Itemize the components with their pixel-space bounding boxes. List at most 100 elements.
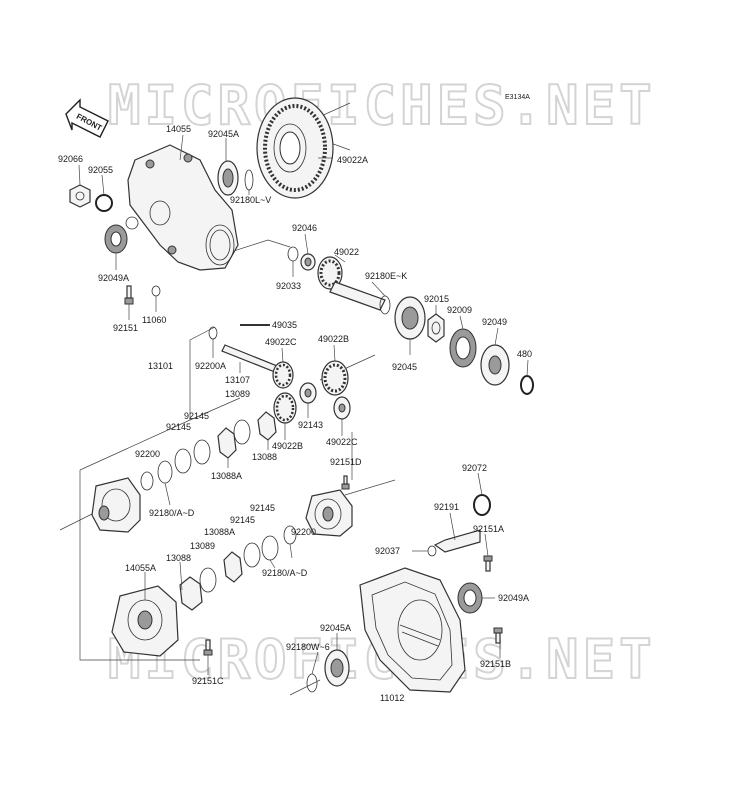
label-92049A-top: 92049A xyxy=(98,273,129,283)
washer-92145-upper xyxy=(193,439,211,465)
assembly-line xyxy=(189,326,216,420)
label-92046: 92046 xyxy=(292,223,317,233)
label-480: 480 xyxy=(517,349,532,359)
gear-49022B-lower xyxy=(273,392,297,424)
label-92151C: 92151C xyxy=(192,676,224,686)
label-92151B: 92151B xyxy=(480,659,511,669)
label-92151D: 92151D xyxy=(330,457,362,467)
ring-92200A xyxy=(208,326,218,340)
label-14055: 14055 xyxy=(166,124,191,134)
shim-92180-upper xyxy=(157,460,173,484)
label-92145-lower-a: 92145 xyxy=(250,503,275,513)
assembly-line xyxy=(79,397,241,471)
label-92072: 92072 xyxy=(462,463,487,473)
label-92180W-6: 92180W~6 xyxy=(286,642,330,652)
label-11012: 11012 xyxy=(380,693,404,703)
assembly-line xyxy=(79,470,200,661)
label-92191: 92191 xyxy=(434,502,459,512)
label-92200-lower: 92200 xyxy=(291,527,316,537)
label-92151: 92151 xyxy=(113,323,138,333)
washer xyxy=(125,216,139,230)
label-49022: 49022 xyxy=(334,247,359,257)
label-92180E-K: 92180E~K xyxy=(365,271,407,281)
label-92009: 92009 xyxy=(447,305,472,315)
part-labels: 14055 92045A 49022A 92066 92055 92180L~V… xyxy=(58,124,532,703)
label-92145-upper-b: 92145 xyxy=(166,422,191,432)
ring-gear-49022A xyxy=(256,97,334,199)
label-13107: 13107 xyxy=(225,375,250,385)
label-92033: 92033 xyxy=(276,281,301,291)
plate-13089-upper xyxy=(257,411,277,441)
bearing-92046 xyxy=(300,253,316,271)
o-ring-92055 xyxy=(95,194,113,212)
nut-92066 xyxy=(69,184,91,208)
label-13088-lower: 13088 xyxy=(166,553,191,563)
washer-92145-upper-b xyxy=(174,448,192,474)
label-92200A: 92200A xyxy=(195,361,226,371)
leader-lines xyxy=(78,134,529,675)
seal-92049A-top xyxy=(104,224,128,254)
label-92045: 92045 xyxy=(392,362,417,372)
bolt-92151D xyxy=(341,475,350,490)
seal-92049A-bottom xyxy=(457,582,483,614)
label-49022B-lower: 49022B xyxy=(272,441,303,451)
circlip-480 xyxy=(520,375,534,395)
clamp-92037 xyxy=(427,545,437,557)
bearing-92045A xyxy=(217,160,239,196)
bearing-92045 xyxy=(394,296,426,340)
assembly-line xyxy=(289,679,321,696)
label-13089-upper: 13089 xyxy=(225,389,250,399)
washer-92145-lower xyxy=(261,535,279,561)
label-92151A: 92151A xyxy=(473,524,504,534)
label-92045A-bottom: 92045A xyxy=(320,623,351,633)
label-49022C-top: 49022C xyxy=(265,337,297,347)
circlip-92072 xyxy=(473,494,491,516)
side-housing-right xyxy=(305,489,353,537)
label-92015: 92015 xyxy=(424,294,449,304)
label-92143: 92143 xyxy=(298,420,323,430)
label-14055A: 14055A xyxy=(125,563,156,573)
o-ring-92033 xyxy=(287,246,299,262)
label-92180L-V: 92180L~V xyxy=(230,195,271,205)
washer-92143 xyxy=(299,382,317,404)
hose-92191 xyxy=(433,529,481,553)
pinion-gear-49022 xyxy=(317,256,386,311)
dowel-11060 xyxy=(151,285,161,297)
plate-13088A-upper xyxy=(217,427,237,459)
bolt-92151A xyxy=(483,555,493,572)
label-92145-upper-a: 92145 xyxy=(184,411,209,421)
side-housing-left xyxy=(91,477,141,533)
seal-92049 xyxy=(480,344,510,386)
collar-92009 xyxy=(449,328,477,368)
bearing-92045A-bottom xyxy=(324,649,350,687)
plate-13088-lower xyxy=(179,576,203,611)
nut-92015 xyxy=(427,313,445,343)
washer-92145-lower-b xyxy=(243,542,261,568)
cover-11012 xyxy=(359,567,466,693)
label-92066: 92066 xyxy=(58,154,83,164)
bolt-92151B xyxy=(493,627,503,644)
label-13088A-upper: 13088A xyxy=(211,471,242,481)
ring-92200-upper xyxy=(140,471,154,491)
label-92049A-bottom: 92049A xyxy=(498,593,529,603)
label-49035: 49035 xyxy=(272,320,297,330)
label-49022B-top: 49022B xyxy=(318,334,349,344)
housing-14055A xyxy=(111,585,179,657)
front-arrow-icon: FRONT xyxy=(65,98,109,138)
label-11060: 11060 xyxy=(142,315,166,325)
gear-49022C-top xyxy=(272,361,294,389)
front-housing-14055 xyxy=(127,144,239,271)
label-92055: 92055 xyxy=(88,165,113,175)
label-92180-A-D-upper: 92180/A~D xyxy=(149,508,195,518)
washer-stack xyxy=(233,419,251,445)
plate-13088A-lower xyxy=(223,551,243,583)
plate-13089-lower xyxy=(199,567,217,593)
label-92037: 92037 xyxy=(375,546,400,556)
assembly-line xyxy=(344,479,396,496)
label-92145-lower-b: 92145 xyxy=(230,515,255,525)
label-92049: 92049 xyxy=(482,317,507,327)
label-92180-A-D-lower: 92180/A~D xyxy=(262,568,308,578)
watermark-top: MICROFICHES.NET xyxy=(108,74,656,137)
